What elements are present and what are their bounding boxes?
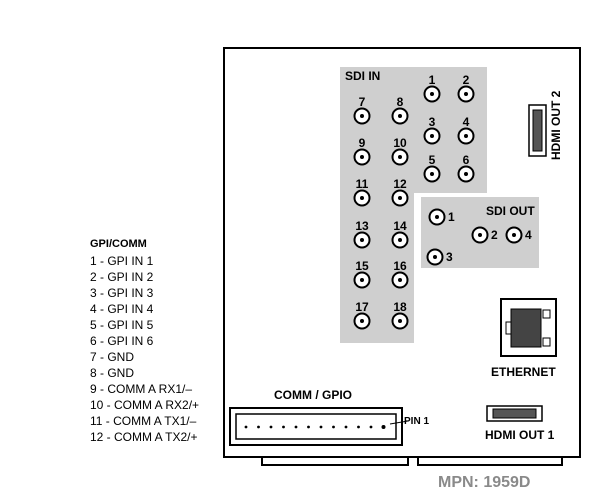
comm-gpio-pin-1 [244, 425, 248, 429]
sdi-out-ports: 1 2 3 4 [426, 208, 532, 266]
pinout-line: 6 - GPI IN 6 [90, 334, 154, 348]
sdi-out-connector-2 [471, 226, 489, 244]
sdi-out-connector-1 [428, 208, 446, 226]
sdi-in-port-label: 3 [429, 115, 436, 129]
sdi-out-port-label: 4 [525, 228, 532, 242]
sdi-in-connector-13 [353, 231, 371, 249]
mpn-label: MPN: 1959D [438, 474, 530, 491]
sdi-out-port-label: 2 [491, 228, 498, 242]
pinout-line: 11 - COMM A TX1/– [90, 414, 197, 428]
sdi-in-connector-8 [391, 107, 409, 125]
comm-gpio-pin-5 [294, 425, 298, 429]
gpi-comm-pinout-list: 1 - GPI IN 1 2 - GPI IN 2 3 - GPI IN 3 4 - … [90, 254, 199, 444]
comm-gpio-pin-11 [369, 425, 373, 429]
sdi-in-port-label: 6 [463, 153, 470, 167]
sdi-in-port-label: 4 [463, 115, 470, 129]
sdi-out-connector-4 [505, 226, 523, 244]
sdi-in-connector-9 [353, 148, 371, 166]
sdi-in-block [340, 67, 487, 343]
sdi-in-connector-5 [423, 165, 441, 183]
comm-gpio-pin-12 [381, 425, 386, 429]
pin1-leader-line [389, 420, 409, 425]
sdi-in-label: SDI IN [345, 69, 380, 83]
sdi-in-port-label: 17 [355, 300, 369, 314]
pinout-line: 10 - COMM A RX2/+ [90, 398, 199, 412]
sdi-in-port-label: 5 [429, 153, 436, 167]
hdmi-out-1-label: HDMI OUT 1 [485, 428, 555, 442]
comm-gpio-pin-6 [307, 425, 310, 429]
sdi-in-connector-10 [391, 148, 409, 166]
sdi-in-port-label: 1 [429, 73, 436, 87]
comm-gpio-pin-9 [344, 425, 348, 429]
comm-gpio-pin-3 [269, 425, 273, 429]
panel-foot-right [417, 457, 563, 466]
pin1-label: PIN 1 [404, 416, 429, 427]
pinout-line: 7 - GND [90, 350, 134, 364]
sdi-in-connector-1 [423, 85, 441, 103]
sdi-in-port-label: 11 [356, 177, 369, 191]
hdmi-out-2-port [528, 104, 547, 157]
sdi-in-port-label: 10 [393, 136, 407, 150]
pinout-line: 2 - GPI IN 2 [90, 270, 154, 284]
sdi-in-port-label: 2 [463, 73, 470, 87]
hdmi-out-1-port [486, 405, 543, 422]
pinout-line: 1 - GPI IN 1 [90, 254, 154, 268]
comm-gpio-pin-7 [319, 425, 323, 429]
comm-gpio-label: COMM / GPIO [274, 388, 352, 402]
sdi-in-connector-16 [391, 271, 409, 289]
sdi-in-connector-17 [353, 312, 371, 330]
sdi-in-port-label: 18 [393, 300, 407, 314]
comm-gpio-pin-10 [357, 425, 360, 429]
sdi-in-port-label: 12 [393, 177, 407, 191]
sdi-in-connector-2 [457, 85, 475, 103]
hdmi-out-2-label: HDMI OUT 2 [549, 90, 563, 160]
sdi-in-port-label: 7 [359, 95, 366, 109]
sdi-in-connector-15 [353, 271, 371, 289]
pinout-line: 5 - GPI IN 5 [90, 318, 154, 332]
comm-gpio-pin-2 [257, 425, 260, 429]
comm-gpio-pin-8 [332, 425, 335, 429]
sdi-in-connector-14 [391, 231, 409, 249]
sdi-out-port-label: 3 [446, 250, 453, 264]
sdi-in-connector-11 [353, 189, 371, 207]
sdi-in-port-label: 9 [359, 136, 366, 150]
comm-gpio-pins [244, 425, 386, 429]
ethernet-port [500, 298, 557, 357]
sdi-out-label: SDI OUT [486, 204, 535, 218]
sdi-in-connector-18 [391, 312, 409, 330]
sdi-in-connector-7 [353, 107, 371, 125]
pinout-line: 4 - GPI IN 4 [90, 302, 154, 316]
pinout-line: 3 - GPI IN 3 [90, 286, 154, 300]
sdi-in-port-label: 16 [393, 259, 407, 273]
gpi-comm-title: GPI/COMM [90, 238, 147, 250]
pinout-line: 9 - COMM A RX1/– [90, 382, 192, 396]
sdi-out-connector-3 [426, 248, 444, 266]
sdi-in-port-label: 8 [397, 95, 404, 109]
sdi-in-connector-3 [423, 127, 441, 145]
pinout-line: 12 - COMM A TX2/+ [90, 430, 197, 444]
ethernet-label: ETHERNET [491, 365, 556, 379]
sdi-in-connector-6 [457, 165, 475, 183]
sdi-in-port-label: 14 [393, 219, 407, 233]
comm-gpio-pin-4 [282, 425, 285, 429]
comm-gpio-connector [229, 407, 403, 446]
sdi-in-connector-12 [391, 189, 409, 207]
sdi-in-port-label: 15 [355, 259, 369, 273]
pinout-line: 8 - GND [90, 366, 134, 380]
sdi-in-port-label: 13 [355, 219, 369, 233]
panel-foot-left [261, 457, 409, 466]
sdi-out-port-label: 1 [448, 210, 455, 224]
sdi-in-connector-4 [457, 127, 475, 145]
